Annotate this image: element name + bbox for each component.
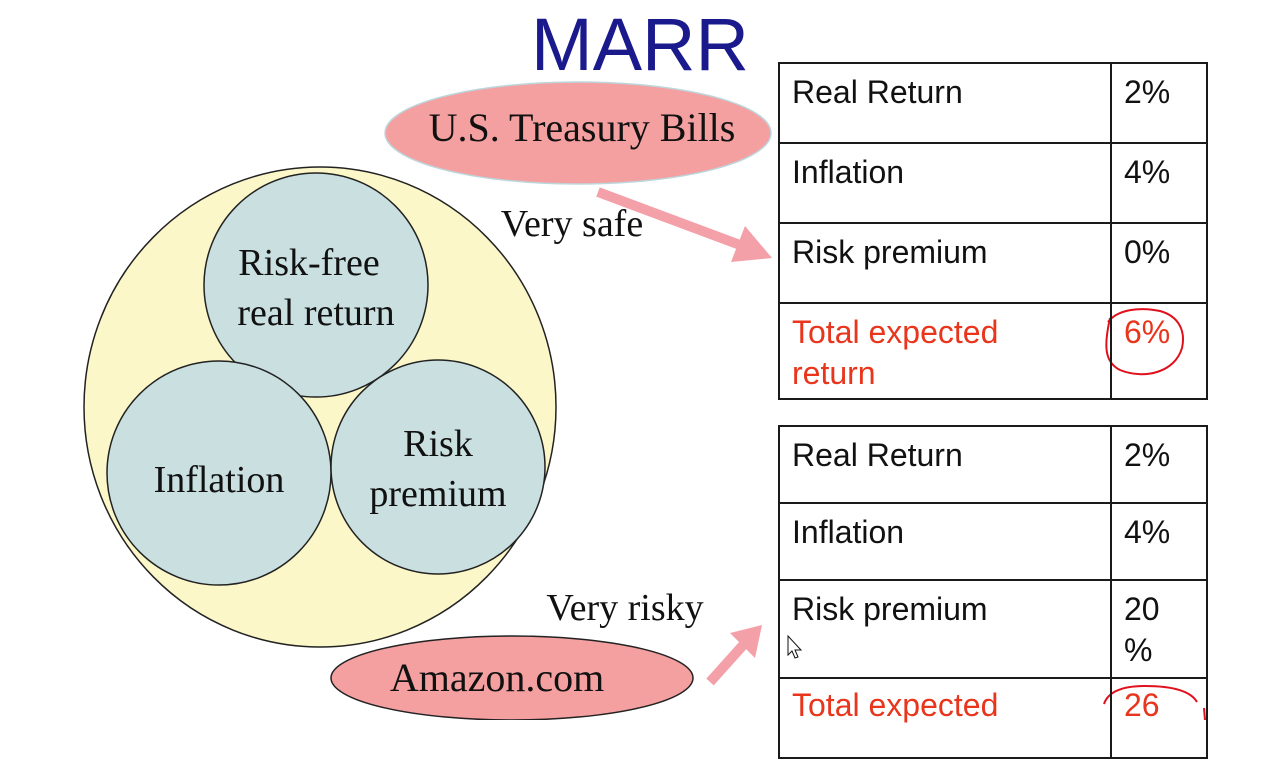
row-value-line2: %	[1124, 632, 1153, 668]
total-value: 6%	[1110, 302, 1208, 400]
very-risky-label: Very risky	[546, 587, 703, 629]
table-row: Risk premium 20 %	[778, 579, 1208, 679]
slide: MARR Risk-free real return Inflation Ris…	[83, 3, 1208, 759]
total-row: Total expected return 6%	[778, 302, 1208, 400]
table-row: Real Return 2%	[778, 425, 1208, 504]
row-value: 2%	[1110, 425, 1208, 504]
total-label-line2: return	[792, 355, 876, 391]
row-value: 4%	[1110, 502, 1208, 581]
table-row: Inflation 4%	[778, 142, 1208, 224]
amazon-label: Amazon.com	[390, 655, 604, 700]
row-value: 20 %	[1110, 579, 1208, 679]
table-row: Real Return 2%	[778, 62, 1208, 144]
row-label: Real Return	[778, 425, 1112, 504]
row-label: Inflation	[778, 142, 1112, 224]
risk-premium-circle	[330, 359, 546, 575]
treasury-bills-label: U.S. Treasury Bills	[429, 105, 736, 150]
table-row: Inflation 4%	[778, 502, 1208, 581]
risk-premium-label-line1: Risk	[403, 423, 473, 465]
risk-free-label-line2: real return	[237, 292, 394, 334]
total-row: Total expected 26	[778, 677, 1208, 759]
table-row: Risk premium 0%	[778, 222, 1208, 304]
total-label: Total expected	[778, 677, 1112, 759]
row-value: 2%	[1110, 62, 1208, 144]
treasury-bills-table: Real Return 2% Inflation 4% Risk premium…	[778, 62, 1208, 400]
total-label-line1: Total expected	[792, 314, 999, 350]
marr-diagram: Risk-free real return Inflation Risk pre…	[83, 81, 1206, 720]
risky-arrow	[706, 625, 762, 686]
risk-free-label-line1: Risk-free	[238, 242, 379, 284]
row-label: Inflation	[778, 502, 1112, 581]
row-value: 0%	[1110, 222, 1208, 304]
very-safe-label: Very safe	[501, 203, 643, 245]
treasury-bills-ellipse	[384, 81, 772, 185]
row-value: 4%	[1110, 142, 1208, 224]
slide-title: MARR	[531, 3, 749, 86]
safe-arrow	[596, 187, 772, 262]
risk-premium-label-line2: premium	[369, 473, 506, 515]
amazon-table: Real Return 2% Inflation 4% Risk premium…	[778, 425, 1208, 759]
total-label: Total expected return	[778, 302, 1112, 400]
row-value-line1: 20	[1124, 591, 1160, 627]
row-label: Risk premium	[778, 579, 1112, 679]
row-label: Real Return	[778, 62, 1112, 144]
row-label: Risk premium	[778, 222, 1112, 304]
risk-free-circle	[203, 172, 429, 398]
total-value: 26	[1110, 677, 1208, 759]
amazon-ellipse	[330, 635, 694, 720]
inflation-circle-label: Inflation	[154, 459, 285, 501]
